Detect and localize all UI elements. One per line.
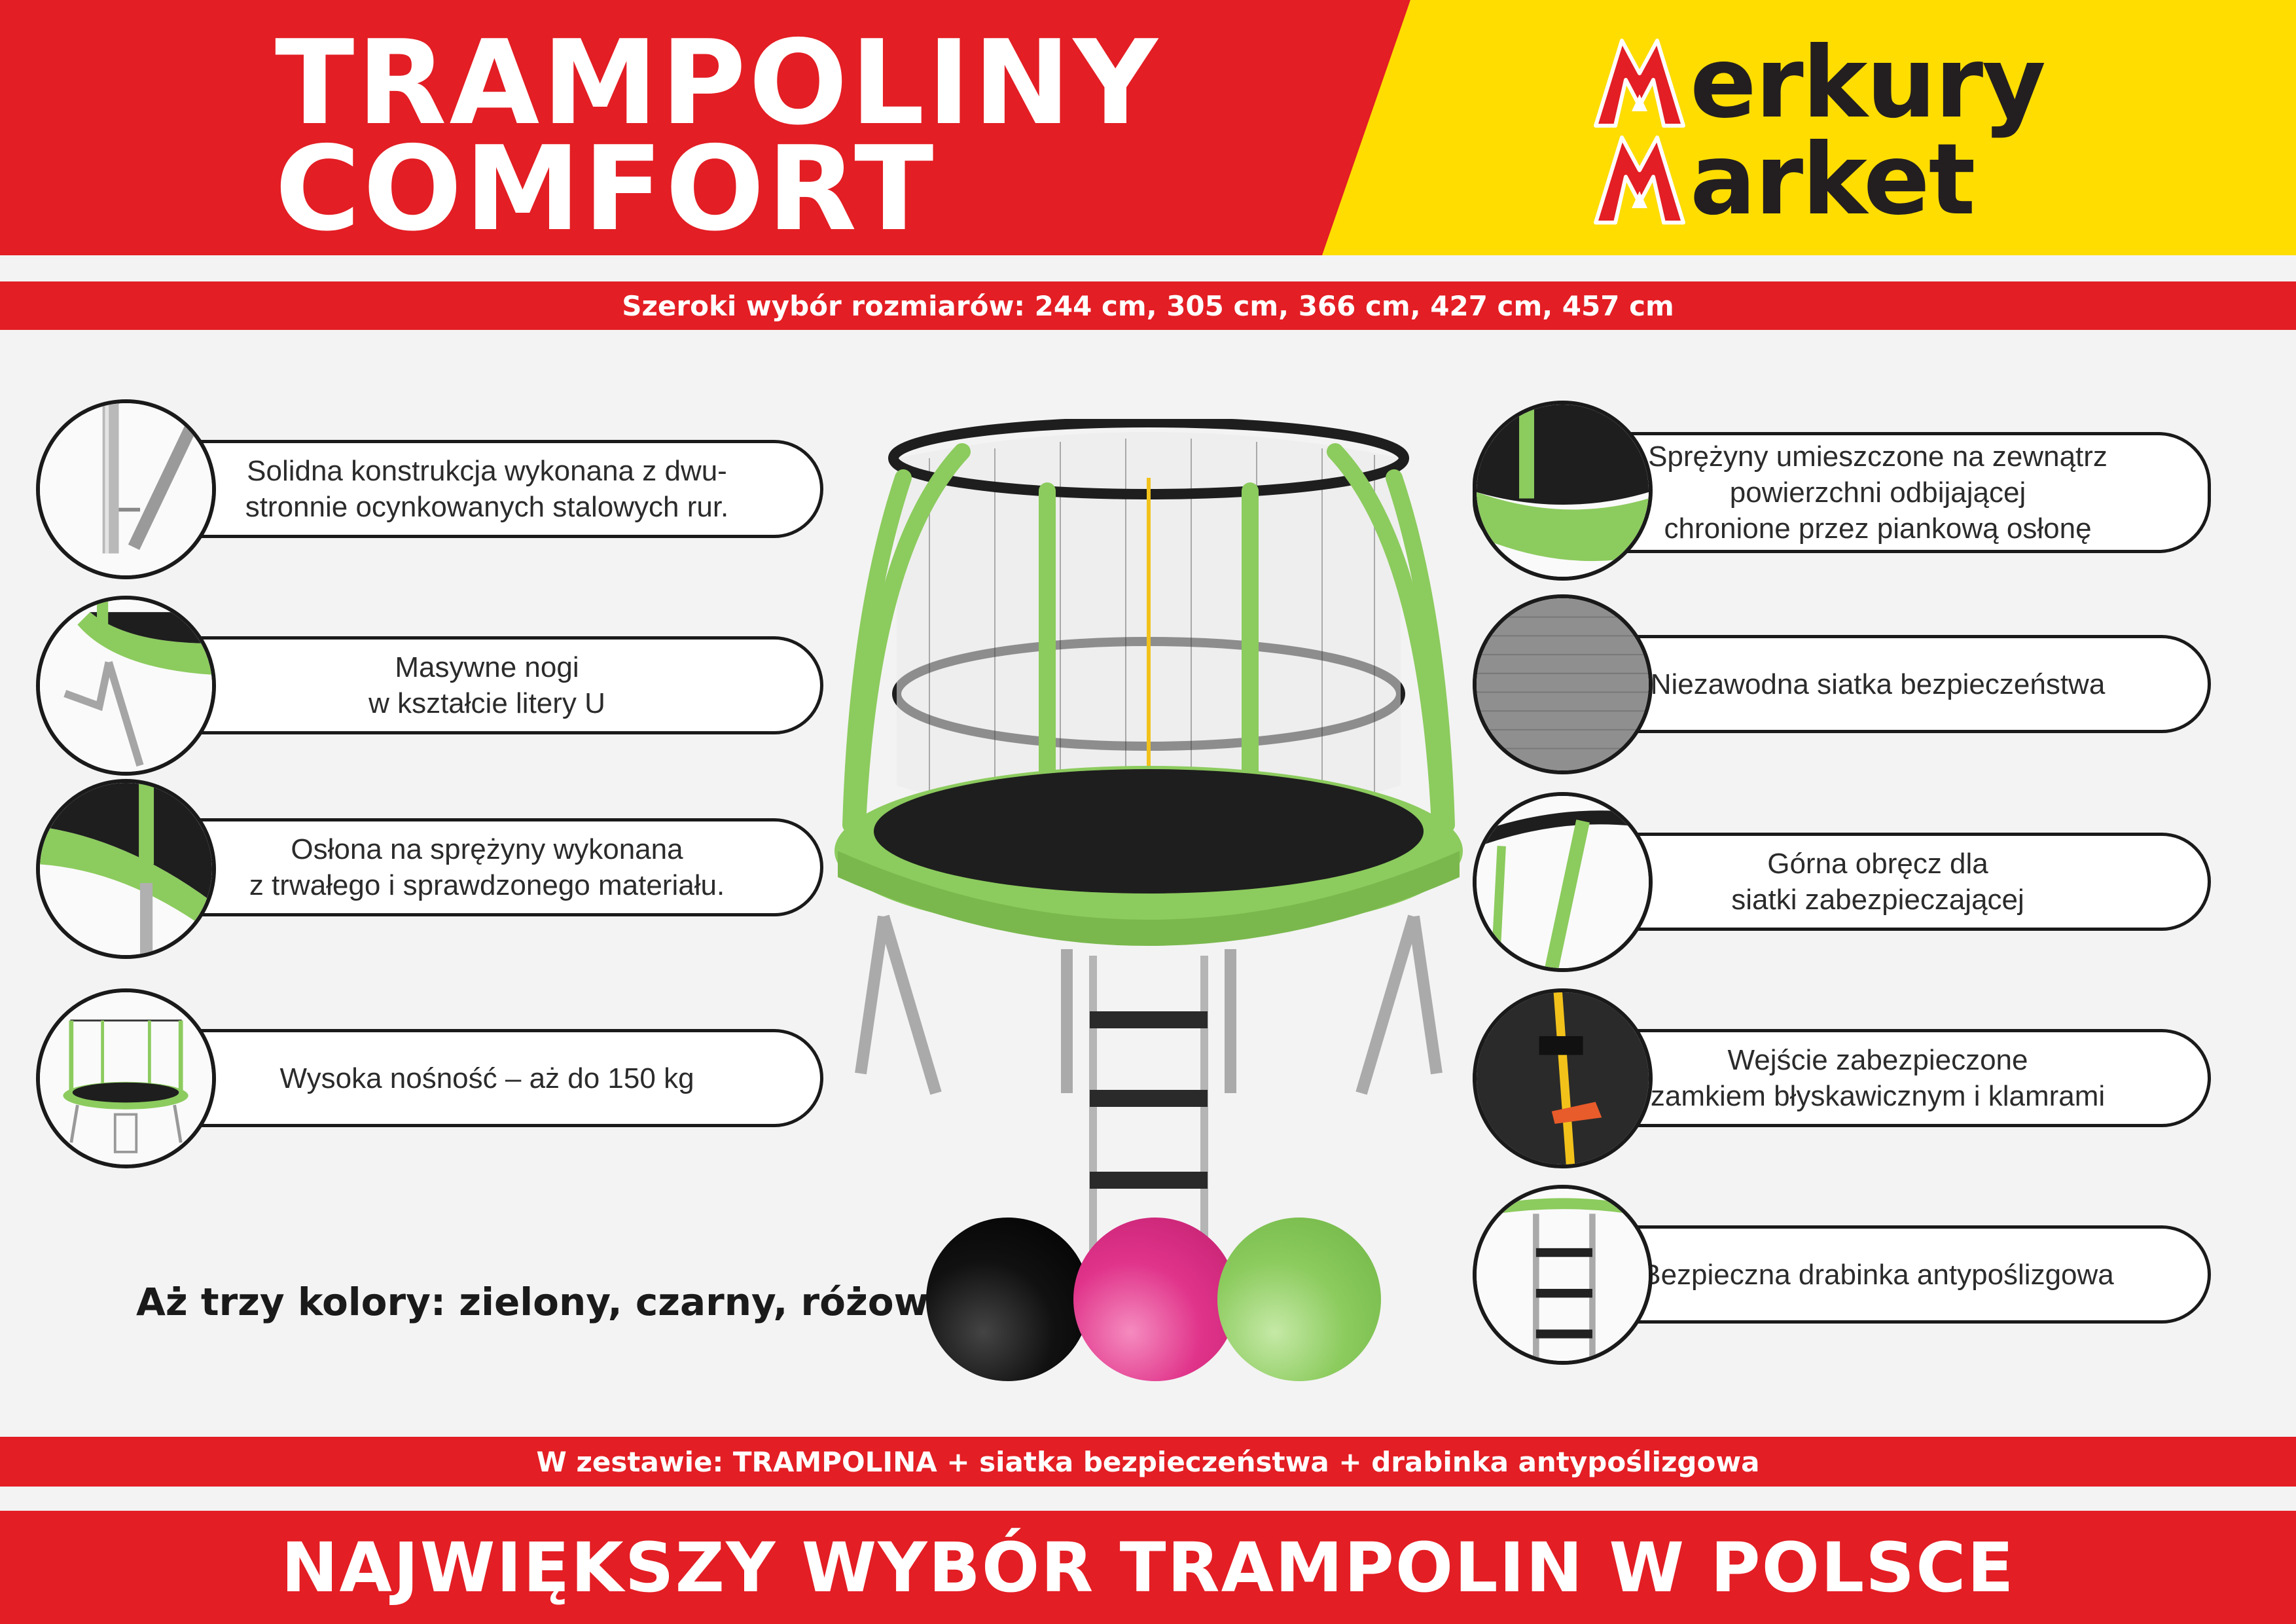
feature-right-4-text: Wejście zabezpieczone zamkiem błyskawicz…: [1650, 1044, 2106, 1112]
colors-label: Aż trzy kolory: zielony, czarny, różowy: [136, 1280, 954, 1324]
logo-market: arket: [1590, 123, 1975, 237]
feature-right-2-text: Niezawodna siatka bezpieczeństwa: [1650, 668, 2106, 700]
header-red-panel: [0, 0, 1410, 255]
feature-right-1-text: Sprężyny umieszczone na zewnątrz powierz…: [1648, 441, 2108, 545]
u-leg-icon: [36, 596, 216, 776]
product-title-line2: COMFORT: [275, 121, 937, 257]
color-swatch-green: [1217, 1218, 1381, 1381]
color-swatch-pink: [1073, 1218, 1237, 1381]
logo-word-1: erkury: [1690, 26, 2046, 140]
steel-tube-icon: [36, 399, 216, 579]
logo-m-icon: [1594, 39, 1685, 128]
top-ring-icon: [1473, 792, 1653, 972]
feature-left-2-text: Masywne nogi w kształcie litery U: [368, 651, 605, 719]
header-yellow-panel: [1322, 0, 2296, 255]
sizes-band: Szeroki wybór rozmiarów: 244 cm, 305 cm,…: [0, 281, 2296, 330]
safety-net-icon: [1473, 594, 1653, 774]
trampoline-thumb-icon: [36, 988, 216, 1168]
logo-word-2: arket: [1690, 123, 1975, 237]
feature-left-1-text: Solidna konstrukcja wykonana z dwu- stro…: [245, 455, 729, 523]
ladder-icon: [1473, 1185, 1653, 1365]
trampoline-image: [834, 419, 1463, 1263]
footer-slogan: NAJWIĘKSZY WYBÓR TRAMPOLIN W POLSCE: [0, 1511, 2296, 1624]
feature-left-4: Wysoka nośność – aż do 150 kg: [85, 1029, 823, 1127]
feature-left-4-text: Wysoka nośność – aż do 150 kg: [279, 1062, 694, 1094]
feature-right-3-text: Górna obręcz dla siatki zabezpieczającej: [1731, 848, 2024, 916]
color-swatch-black: [926, 1218, 1090, 1381]
logo-m-icon-2: [1594, 135, 1685, 225]
feature-right-5-text: Bezpieczna drabinka antypoślizgowa: [1641, 1258, 2114, 1291]
springs-outside-icon: [1473, 401, 1653, 581]
spring-cover-icon: [36, 779, 216, 959]
product-title-line1: TRAMPOLINY: [275, 15, 1160, 151]
zipper-entry-icon: [1473, 988, 1653, 1168]
feature-left-3-text: Osłona na sprężyny wykonana z trwałego i…: [249, 833, 725, 901]
logo-merkury: erkury: [1590, 26, 2046, 140]
set-contents-band: W zestawie: TRAMPOLINA + siatka bezpiecz…: [0, 1437, 2296, 1487]
